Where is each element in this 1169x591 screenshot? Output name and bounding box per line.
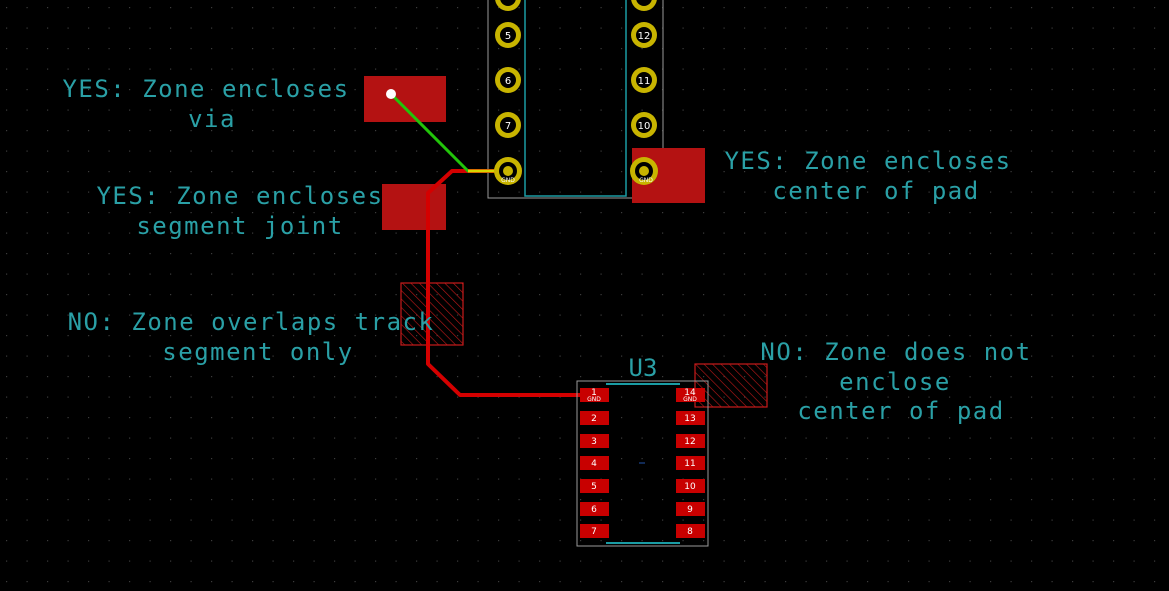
pad-number: 2 (591, 414, 597, 424)
zone-pad-not-enclosed[interactable] (694, 363, 768, 408)
smd-pad[interactable] (580, 524, 609, 538)
annotation-line: NO: Zone does not (760, 338, 1031, 366)
th-pad-top-left-hole (500, 0, 516, 6)
zone-via[interactable] (364, 76, 446, 122)
th-pad-hole (636, 117, 652, 133)
pad-number: 12 (638, 31, 651, 42)
annotation-pad-center: YES: Zone encloses center of pad (724, 147, 1011, 205)
track-front-copper[interactable] (426, 169, 595, 397)
zone-segment-joint[interactable] (382, 184, 446, 230)
th-pad-hole (500, 72, 516, 88)
annotation-line: center of pad (797, 397, 1004, 425)
smd-pad[interactable] (580, 411, 609, 425)
annotation-line: YES: Zone encloses (62, 75, 349, 103)
pad-net-name: GND (639, 177, 653, 184)
th-pad-hole (636, 27, 652, 43)
th-pad-gnd-thermal (639, 166, 649, 176)
th-pad-hole (500, 27, 516, 43)
smd-pad[interactable] (676, 456, 705, 470)
pad-number: 11 (638, 76, 651, 87)
smd-pad[interactable] (676, 434, 705, 448)
pad-number: 3 (591, 437, 597, 447)
pad-number: 6 (505, 76, 511, 87)
annotation-line: center of pad (772, 177, 979, 205)
pad-number: 14 (684, 388, 696, 398)
annotation-pad-not-enclosed: NO: Zone does not enclose center of pad (760, 338, 1031, 425)
pad-net-name: GND (501, 177, 515, 184)
annotation-line: NO: Zone overlaps track (68, 308, 435, 336)
pad-number: 12 (684, 437, 695, 447)
pad-net-name: GND (683, 396, 697, 403)
u3-reference: U3 (629, 354, 658, 382)
via[interactable] (386, 89, 396, 99)
pad-number: 10 (684, 482, 696, 492)
upper-left-pads: 5 6 7 GND (494, 0, 522, 185)
annotation-segment-joint: YES: Zone encloses segment joint (96, 182, 383, 240)
annotation-line: segment only (162, 338, 353, 366)
u3-footprint[interactable]: U3 1 GND 2 3 4 5 6 7 14 GND 13 12 11 10 … (576, 354, 709, 547)
pad-number: 6 (591, 505, 597, 515)
annotation-track-overlap: NO: Zone overlaps track segment only (68, 308, 435, 366)
th-pad-top-right-hole (636, 0, 652, 6)
pad-number: 7 (591, 527, 597, 537)
annotation-line: enclose (839, 368, 951, 396)
th-pad-hole (636, 72, 652, 88)
pad-number: 7 (505, 121, 511, 132)
smd-pad[interactable] (676, 502, 705, 516)
smd-pad[interactable] (580, 502, 609, 516)
smd-pad[interactable] (676, 524, 705, 538)
annotation-line: YES: Zone encloses (724, 147, 1011, 175)
pad-number: 5 (591, 482, 597, 492)
pad-number: 5 (505, 31, 511, 42)
annotation-line: YES: Zone encloses (96, 182, 383, 210)
upper-right-pads: 12 11 10 GND (630, 0, 658, 185)
smd-pad[interactable] (676, 411, 705, 425)
pad-number: 9 (687, 505, 693, 515)
annotation-via: YES: Zone encloses via (62, 75, 349, 133)
upper-footprint-courtyard (487, 0, 664, 199)
smd-pad[interactable] (580, 456, 609, 470)
smd-pad[interactable] (580, 388, 609, 402)
annotation-line: via (188, 105, 236, 133)
u3-courtyard (576, 380, 709, 547)
smd-pad[interactable] (676, 388, 705, 402)
smd-pad[interactable] (580, 479, 609, 493)
zone-track-overlap[interactable] (400, 282, 464, 346)
upper-footprint-silkscreen (524, 0, 627, 197)
pad-number: 13 (684, 414, 695, 424)
pad-number: 11 (684, 459, 695, 469)
smd-pad[interactable] (580, 434, 609, 448)
th-pad-hole (500, 117, 516, 133)
upper-footprint[interactable] (487, 0, 664, 199)
smd-pad[interactable] (676, 479, 705, 493)
pad-number: 8 (687, 527, 693, 537)
pad-net-name: GND (587, 396, 601, 403)
pad-number: 4 (591, 459, 597, 469)
pad-number: 10 (638, 121, 651, 132)
annotation-line: segment joint (136, 212, 343, 240)
pad-number: 1 (591, 388, 597, 398)
th-pad-gnd-thermal (503, 166, 513, 176)
